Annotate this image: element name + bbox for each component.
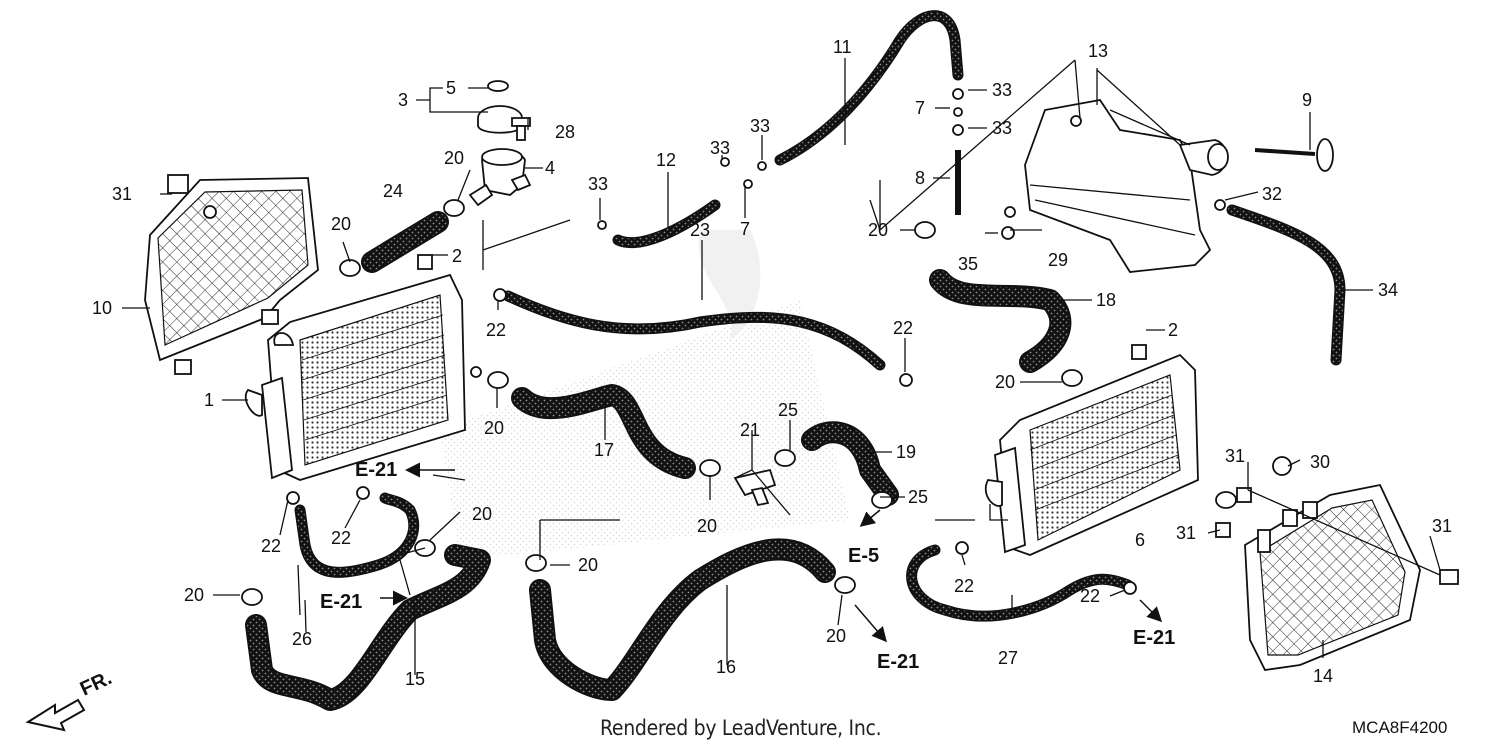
callout-29: 29	[1048, 250, 1068, 270]
callout-14: 14	[1313, 666, 1333, 686]
callout-22: 22	[261, 536, 281, 556]
callout-30: 30	[1310, 452, 1330, 472]
callout-22: 22	[331, 528, 351, 548]
ref-e21: E-21	[1133, 627, 1175, 649]
callout-27: 27	[998, 648, 1018, 668]
callout-20: 20	[184, 585, 204, 605]
callout-33: 33	[588, 174, 608, 194]
section-references: E-21 E-21 E-21 E-21 E-5	[320, 459, 1175, 673]
three-way-joint	[733, 468, 777, 507]
diagram-code: MCA8F4200	[1352, 718, 1448, 737]
callout-20: 20	[995, 372, 1015, 392]
callout-21: 21	[740, 420, 760, 440]
hose-19	[801, 421, 899, 506]
callout-20: 20	[444, 148, 464, 168]
hose-17	[511, 384, 696, 479]
reference-arrows	[380, 462, 1163, 643]
callout-31: 31	[1225, 446, 1245, 466]
callout-5: 5	[446, 78, 456, 98]
callout-4: 4	[545, 158, 555, 178]
ref-e21: E-21	[877, 651, 919, 673]
callout-7: 7	[915, 98, 925, 118]
callout-2: 2	[1168, 320, 1178, 340]
callout-20: 20	[697, 516, 717, 536]
hose-24	[361, 211, 449, 273]
footer-credit: Rendered by LeadVenture, Inc.	[600, 716, 882, 740]
reserve-tank	[1024, 99, 1229, 273]
callout-1: 1	[204, 390, 214, 410]
callout-22: 22	[486, 320, 506, 340]
callout-6: 6	[1135, 530, 1145, 550]
callout-25: 25	[778, 400, 798, 420]
callout-22: 22	[1080, 586, 1100, 606]
callout-2: 2	[452, 246, 462, 266]
callout-8: 8	[915, 168, 925, 188]
filler-neck	[468, 148, 532, 207]
callout-7: 7	[740, 219, 750, 239]
hose-15	[245, 544, 491, 711]
callout-34: 34	[1378, 280, 1398, 300]
hose-23	[502, 290, 886, 371]
callout-31: 31	[1432, 516, 1452, 536]
callout-20: 20	[484, 418, 504, 438]
ref-e21: E-21	[355, 459, 397, 481]
hose-26	[294, 492, 420, 578]
hose-16	[529, 538, 836, 701]
hose-18	[929, 269, 1072, 373]
callout-28: 28	[555, 122, 575, 142]
hose-12	[612, 199, 721, 249]
callout-22: 22	[893, 318, 913, 338]
callout-20: 20	[578, 555, 598, 575]
hose-clamps	[241, 88, 1459, 606]
callout-15: 15	[405, 669, 425, 689]
callout-24: 24	[383, 181, 403, 201]
callout-12: 12	[656, 150, 676, 170]
left-radiator	[244, 254, 482, 481]
callout-13: 13	[1088, 41, 1108, 61]
left-shroud	[144, 174, 319, 375]
leader-lines	[122, 58, 1441, 675]
callout-10: 10	[92, 298, 112, 318]
callout-20: 20	[472, 504, 492, 524]
callout-33: 33	[992, 80, 1012, 100]
callout-20: 20	[331, 214, 351, 234]
hose-11	[774, 10, 964, 166]
callout-31: 31	[112, 184, 132, 204]
callout-9: 9	[1302, 90, 1312, 110]
right-radiator	[984, 344, 1199, 556]
radiator-cap	[477, 80, 523, 134]
callout-17: 17	[594, 440, 614, 460]
watermark	[440, 230, 850, 560]
callout-11: 11	[833, 37, 852, 57]
callout-19: 19	[896, 442, 916, 462]
right-shroud	[1244, 483, 1421, 671]
callout-32: 32	[1262, 184, 1282, 204]
bolt-28	[511, 117, 531, 141]
callout-18: 18	[1096, 290, 1116, 310]
hose-27	[906, 544, 1134, 622]
hose-34	[1226, 204, 1346, 366]
ref-e5: E-5	[848, 545, 879, 567]
front-arrow-icon: FR.	[25, 667, 115, 732]
front-label: FR.	[77, 667, 115, 701]
callout-3: 3	[398, 90, 408, 110]
callout-22: 22	[954, 576, 974, 596]
callout-20: 20	[868, 220, 888, 240]
callout-35: 35	[958, 254, 978, 274]
callout-31: 31	[1176, 523, 1196, 543]
tank-cap-9	[1254, 138, 1334, 172]
callout-26: 26	[292, 629, 312, 649]
callout-labels: 1 2 2 3 4 5 6 7 7 8 9 10 11 12 13 14 15 …	[92, 37, 1452, 689]
callout-33: 33	[750, 116, 770, 136]
ref-e21: E-21	[320, 591, 362, 613]
callout-33: 33	[710, 138, 730, 158]
callout-23: 23	[690, 220, 710, 240]
callout-33: 33	[992, 118, 1012, 138]
callout-25: 25	[908, 487, 928, 507]
callout-20: 20	[826, 626, 846, 646]
callout-16: 16	[716, 657, 736, 677]
